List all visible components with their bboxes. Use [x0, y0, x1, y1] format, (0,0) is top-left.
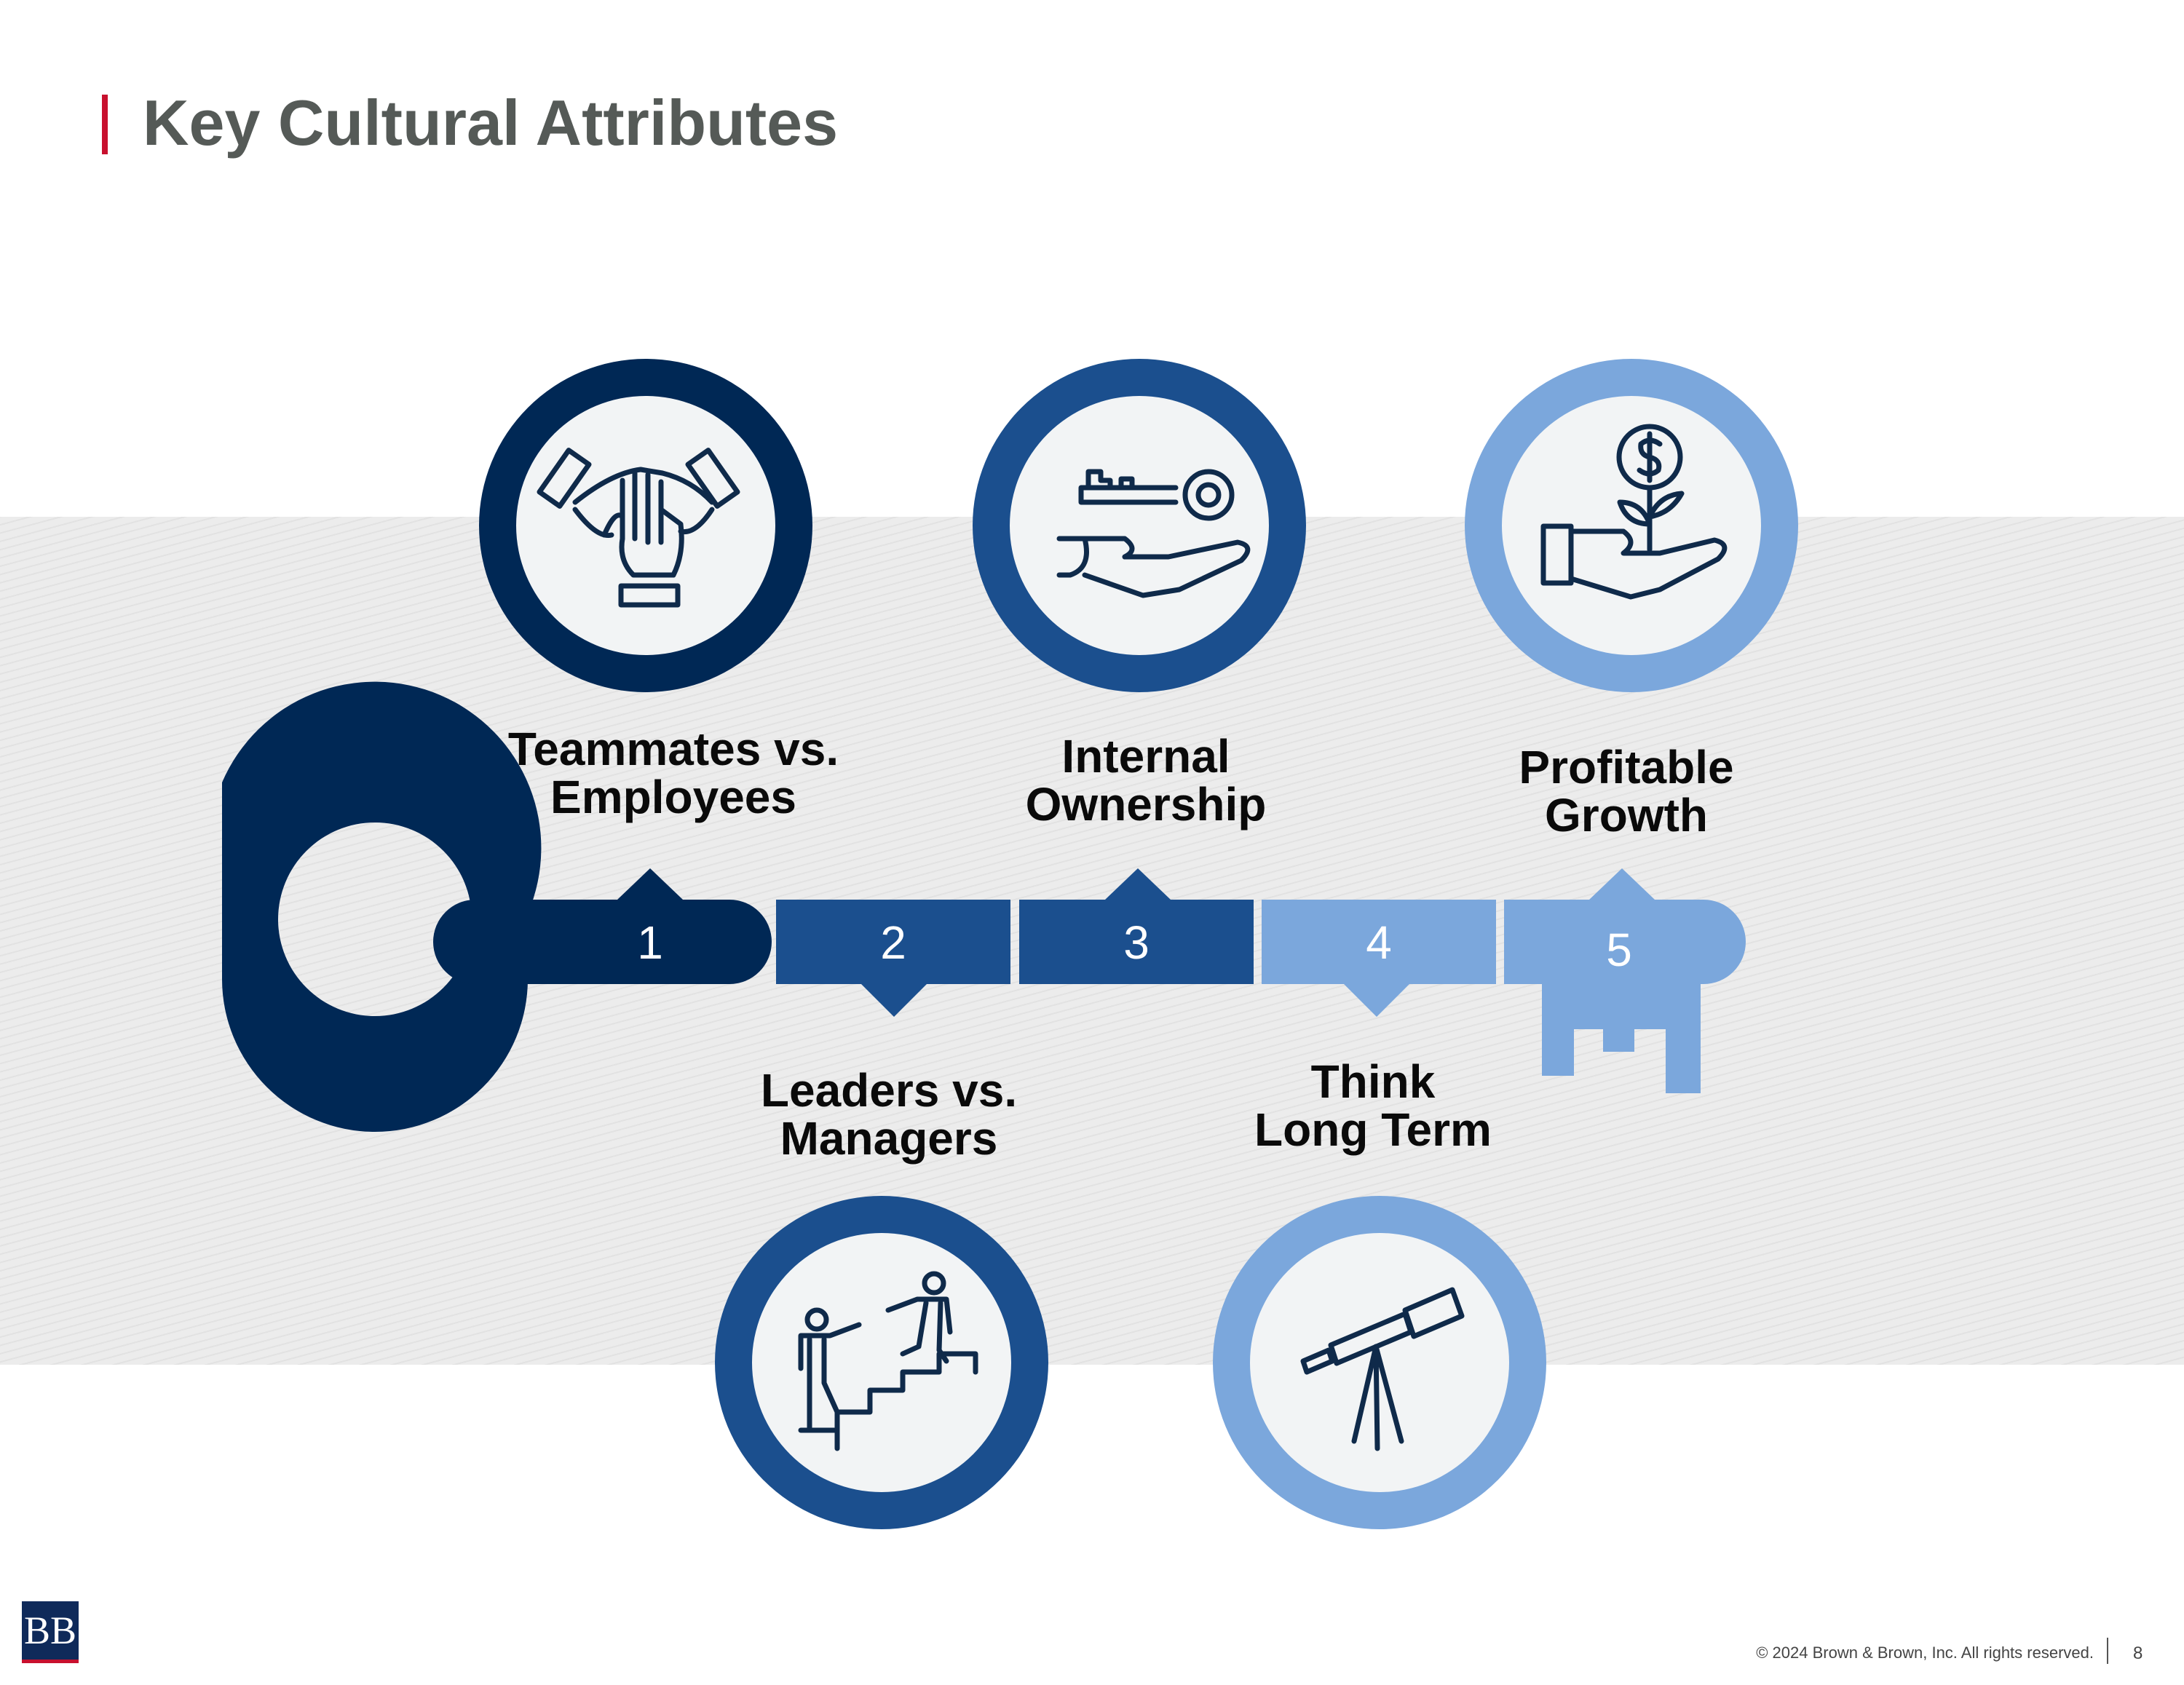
attribute-label-5-line-1: Profitable — [1519, 741, 1734, 793]
circle-3 — [973, 359, 1306, 692]
pointer-5 — [1589, 868, 1655, 900]
number-1: 1 — [637, 916, 663, 969]
page-title: Key Cultural Attributes — [143, 87, 839, 159]
handshake-stack-icon — [537, 448, 740, 608]
key-segment-3 — [1019, 900, 1254, 984]
company-logo: BB — [22, 1601, 79, 1663]
attribute-label-2-line-1: Leaders vs. — [760, 1064, 1018, 1117]
circle-5 — [1465, 359, 1798, 692]
attribute-label-1-line-2: Employees — [550, 771, 796, 823]
number-2: 2 — [880, 916, 906, 969]
attribute-label-1: Teammates vs. Employees — [440, 725, 906, 821]
attribute-label-2-line-2: Managers — [780, 1112, 998, 1165]
attribute-label-1-line-1: Teammates vs. — [507, 723, 839, 775]
number-4: 4 — [1366, 916, 1392, 969]
leader-climbing-stairs-icon — [798, 1271, 978, 1451]
attribute-label-4: Think Long Term — [1140, 1058, 1606, 1154]
key-bow — [222, 681, 542, 1132]
key-shaft — [433, 900, 772, 984]
number-3: 3 — [1123, 916, 1150, 969]
number-5: 5 — [1606, 924, 1632, 976]
attribute-label-3-line-2: Ownership — [1025, 778, 1267, 830]
attribute-label-2: Leaders vs. Managers — [656, 1066, 1122, 1162]
attribute-label-3: Internal Ownership — [913, 732, 1379, 828]
title-accent-bar — [102, 95, 108, 154]
key-in-hand-icon — [1056, 469, 1251, 598]
telescope-icon — [1300, 1287, 1465, 1451]
attribute-label-4-line-2: Long Term — [1254, 1103, 1492, 1156]
attribute-label-4-line-1: Think — [1310, 1055, 1436, 1108]
pointer-2 — [861, 984, 927, 1017]
circle-4 — [1213, 1196, 1546, 1529]
attribute-label-3-line-1: Internal — [1061, 730, 1230, 782]
footer-copyright: © 2024 Brown & Brown, Inc. All rights re… — [1756, 1644, 2094, 1662]
key-segment-5 — [1504, 900, 1746, 1093]
circle-1 — [479, 359, 812, 692]
circle-2 — [715, 1196, 1048, 1529]
key-segment-2 — [776, 900, 1010, 984]
key-segment-4 — [1262, 900, 1496, 984]
money-plant-in-hand-icon — [1540, 424, 1728, 600]
pointer-3 — [1105, 868, 1171, 900]
pointer-4 — [1344, 984, 1409, 1017]
attribute-label-5: Profitable Growth — [1393, 743, 1859, 839]
attribute-label-5-line-2: Growth — [1545, 789, 1708, 841]
page-number: 8 — [2133, 1644, 2143, 1663]
pointer-1 — [617, 868, 683, 900]
footer-divider — [2107, 1638, 2108, 1664]
